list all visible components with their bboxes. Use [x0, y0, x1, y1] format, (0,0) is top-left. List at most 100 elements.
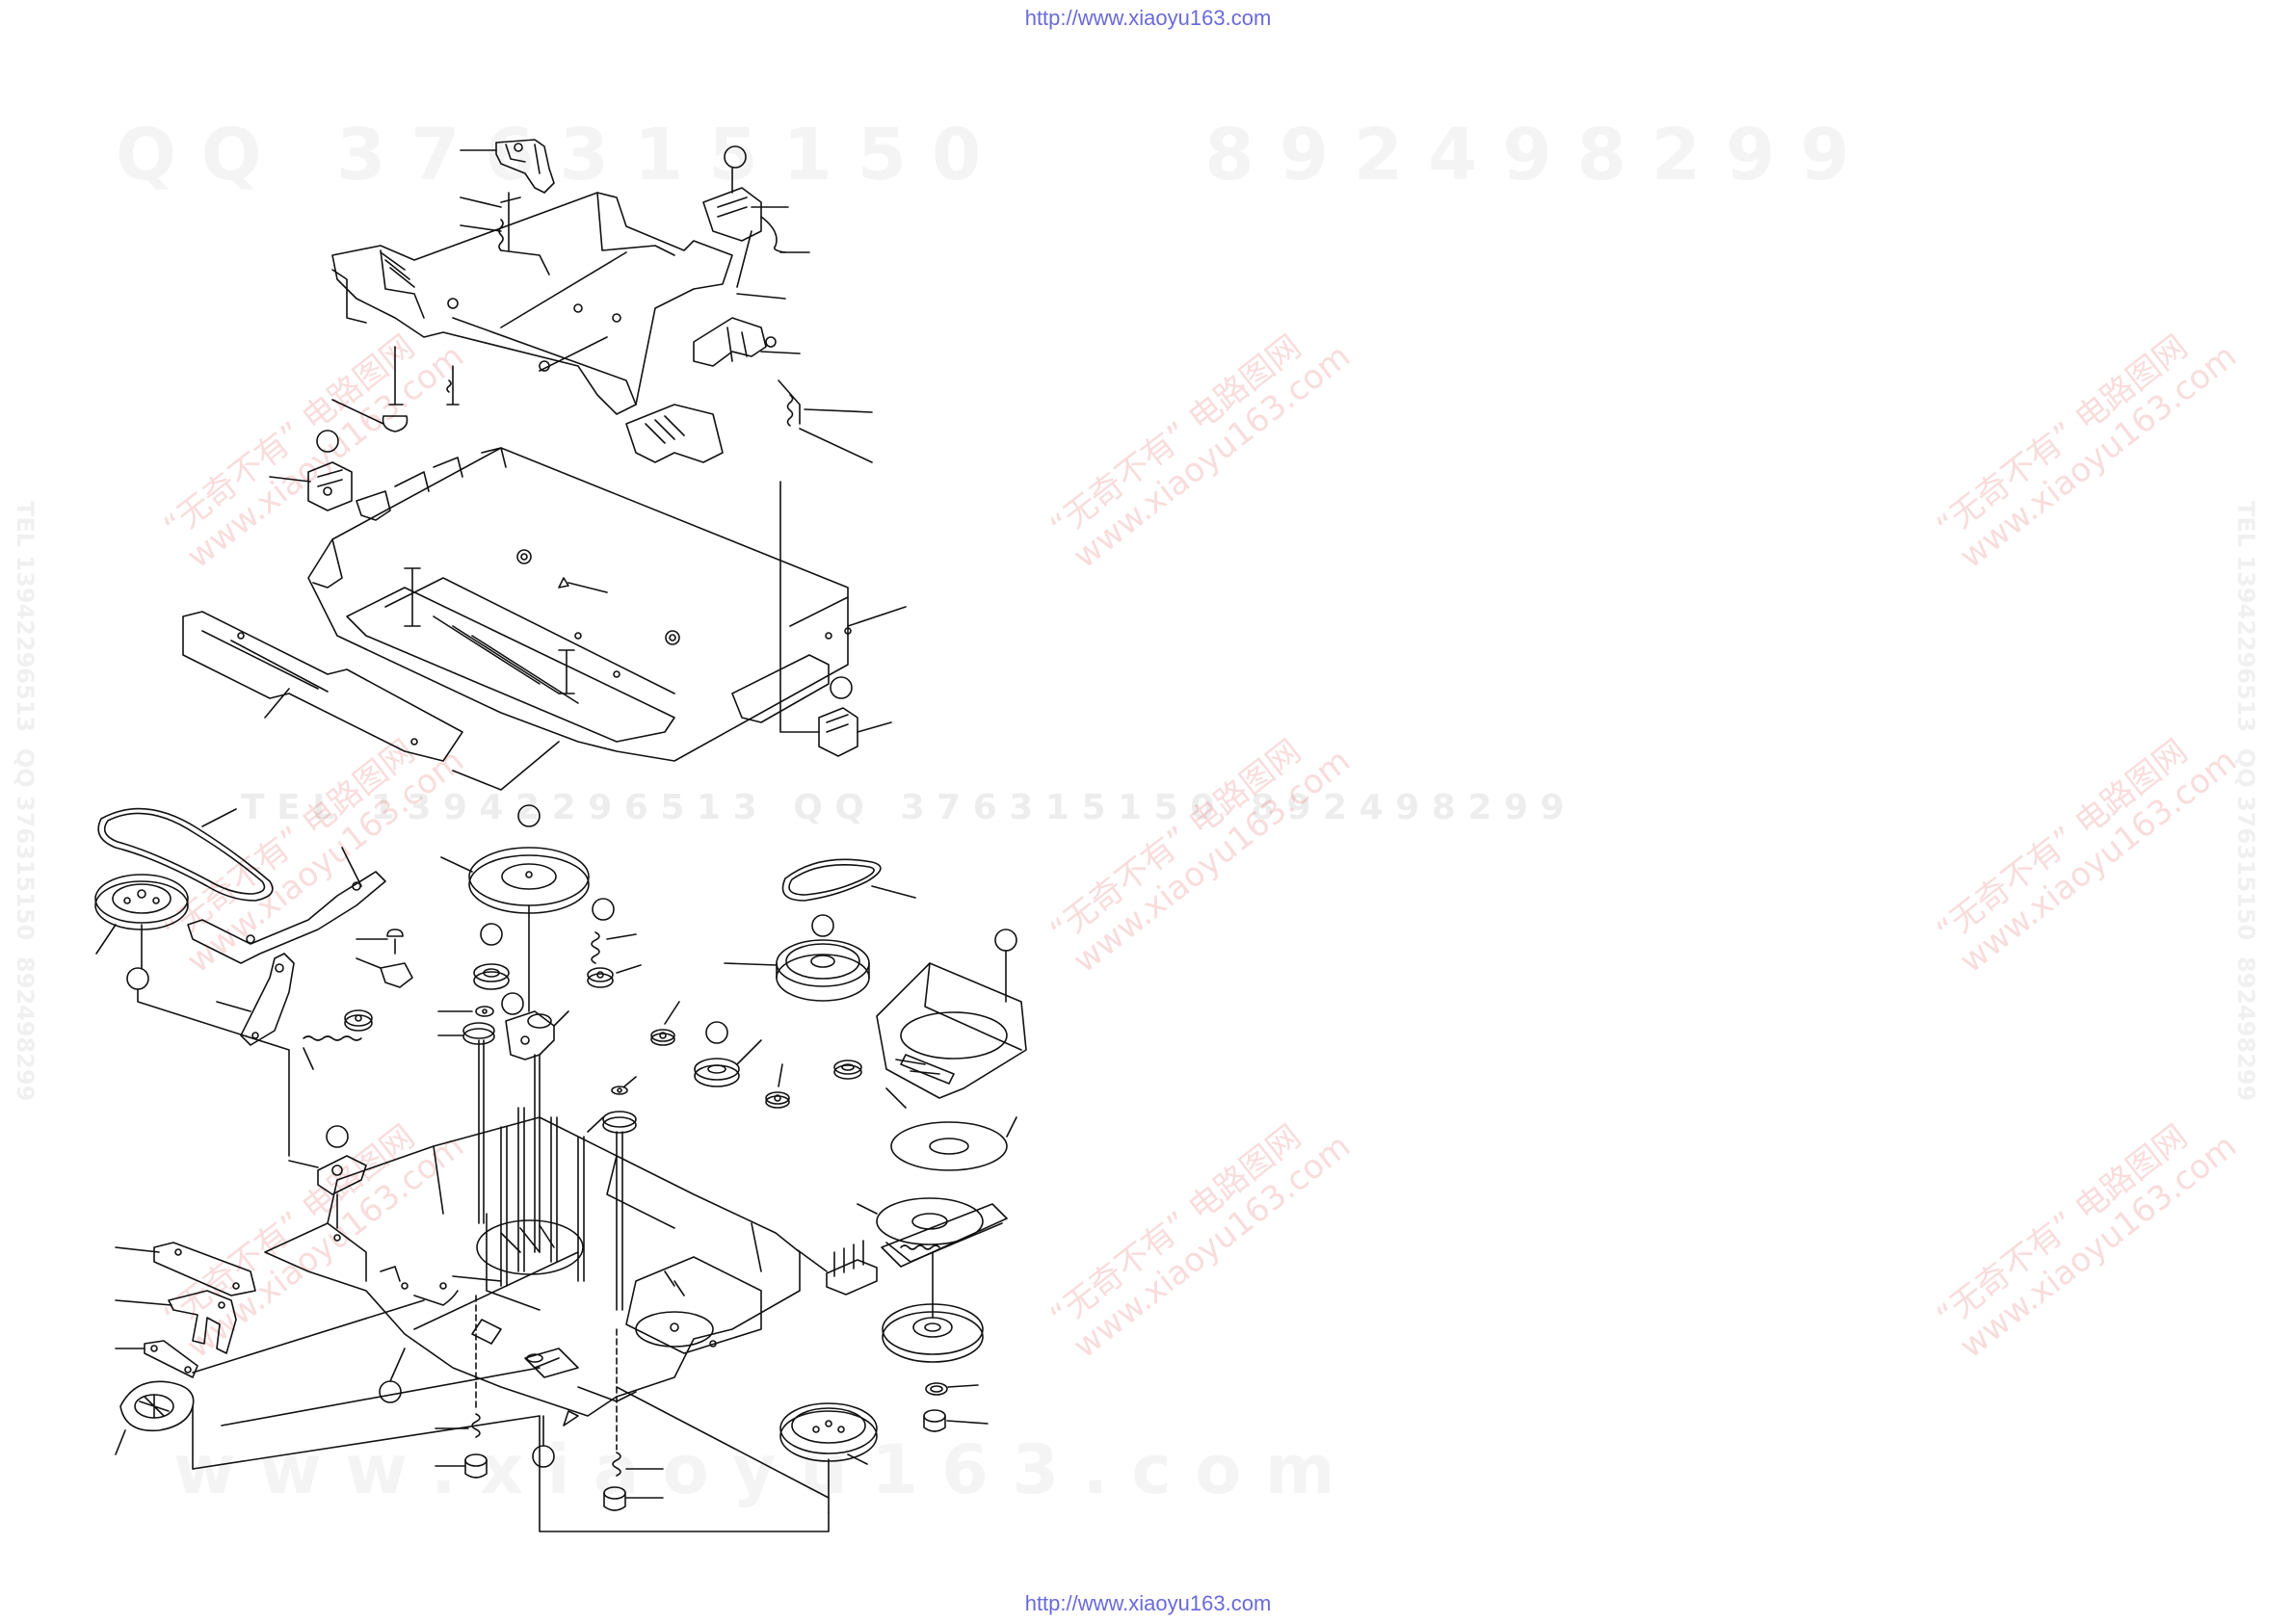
leader-line	[623, 1076, 637, 1087]
leader-line	[356, 957, 382, 969]
spring-cap-b	[603, 1328, 626, 1511]
head-block	[702, 187, 786, 253]
leader-line	[567, 582, 608, 593]
link-arm	[144, 1340, 198, 1378]
drive-belt-right	[781, 858, 882, 902]
motor-bracket	[876, 962, 1027, 1099]
leader-line	[440, 856, 473, 873]
callout-circle	[705, 1021, 728, 1044]
idler-arm	[240, 953, 295, 1046]
lower-assembly	[94, 804, 1027, 1532]
footer-url[interactable]: http://www.xiaoyu163.com	[1024, 1591, 1272, 1615]
leader-line	[871, 885, 916, 899]
leader-line	[539, 336, 608, 372]
gear-small-c	[587, 967, 614, 988]
top-lever-part	[495, 139, 555, 194]
gear-shaft-h	[602, 1111, 637, 1311]
leader-line	[216, 1001, 251, 1012]
motor-plate	[881, 1203, 1008, 1268]
callout-circle	[811, 914, 834, 937]
lever-plate	[187, 871, 386, 964]
washer-a	[475, 1006, 494, 1017]
spring-long	[303, 1035, 362, 1041]
motor-cap	[923, 1409, 946, 1432]
leader-line	[731, 168, 789, 208]
disc-large-right	[890, 1121, 1008, 1171]
gear-shaft-a	[462, 1022, 495, 1224]
callout-circle	[994, 929, 1017, 952]
gear-medium-e	[694, 1058, 740, 1087]
washer-g	[611, 1086, 628, 1095]
reel-drive-gear	[119, 1380, 195, 1432]
gear-small-f	[765, 1091, 790, 1109]
upper-assembly	[182, 139, 907, 791]
leader-line	[885, 1087, 907, 1109]
reel-table	[779, 1402, 878, 1513]
leader-line	[452, 741, 560, 791]
callout-circle	[480, 923, 503, 946]
small-pin	[446, 365, 460, 406]
leader-line	[724, 962, 778, 966]
small-spring-top	[498, 192, 521, 251]
leader-line	[95, 924, 117, 955]
callout-circle	[517, 804, 541, 827]
leader-line	[288, 1160, 319, 1168]
leader-line	[1006, 1116, 1017, 1138]
leaf-switch-left	[307, 461, 353, 511]
slider-plate	[153, 1242, 256, 1296]
reference-lines	[192, 1299, 830, 1532]
leader-line	[779, 481, 820, 733]
terminal-block	[826, 1240, 878, 1296]
leader-line	[616, 964, 642, 974]
header-url[interactable]: http://www.xiaoyu163.com	[1024, 6, 1272, 30]
leader-line	[857, 721, 892, 733]
gear-small-i	[833, 1060, 862, 1080]
spring-vertical	[591, 931, 600, 964]
callout-circle	[379, 1380, 402, 1403]
ring-washer	[925, 1382, 948, 1396]
bracket-small	[380, 962, 413, 988]
gear-small-d	[650, 1029, 675, 1046]
gear-middle-a	[473, 963, 510, 990]
leader-line	[500, 249, 550, 275]
shafts	[413, 1107, 585, 1330]
callout-circle	[316, 430, 339, 453]
leader-line	[797, 1249, 828, 1272]
slide-rail	[182, 611, 463, 762]
fork-lever	[168, 1290, 237, 1354]
guide-pin-bracket	[317, 1155, 367, 1229]
callout-circle	[592, 898, 615, 921]
leader-line	[606, 933, 637, 940]
leader-line	[341, 847, 362, 887]
leader-line	[500, 251, 627, 328]
leader-line	[553, 1010, 569, 1027]
leader-line	[736, 230, 752, 288]
leader-line	[664, 1001, 680, 1025]
callout-circle	[501, 992, 524, 1015]
screw-left	[331, 346, 409, 432]
leader-line	[264, 688, 290, 719]
drive-belt-left	[97, 807, 274, 902]
spring-assembly-right	[778, 380, 873, 463]
leader-line	[460, 196, 502, 208]
leader-line	[847, 1453, 868, 1465]
spring-cap-a	[464, 1295, 488, 1479]
leader-line	[778, 1063, 783, 1087]
leader-line	[115, 1429, 126, 1455]
large-gear-top	[468, 847, 590, 1012]
small-pulley	[344, 1009, 373, 1032]
leader-line	[303, 1047, 314, 1070]
screw-small	[356, 929, 404, 955]
leader-line	[389, 1348, 406, 1382]
leader-line	[115, 1299, 172, 1306]
callout-circle	[126, 967, 149, 990]
leaf-switch-right	[818, 707, 858, 757]
callout-circle	[532, 1445, 555, 1468]
leader-line	[137, 988, 290, 1157]
leader-line	[115, 1246, 160, 1253]
pinch-roller-bracket	[693, 317, 777, 367]
leader-line	[857, 1203, 878, 1215]
leader-line	[201, 808, 237, 827]
leader-line	[736, 293, 786, 300]
